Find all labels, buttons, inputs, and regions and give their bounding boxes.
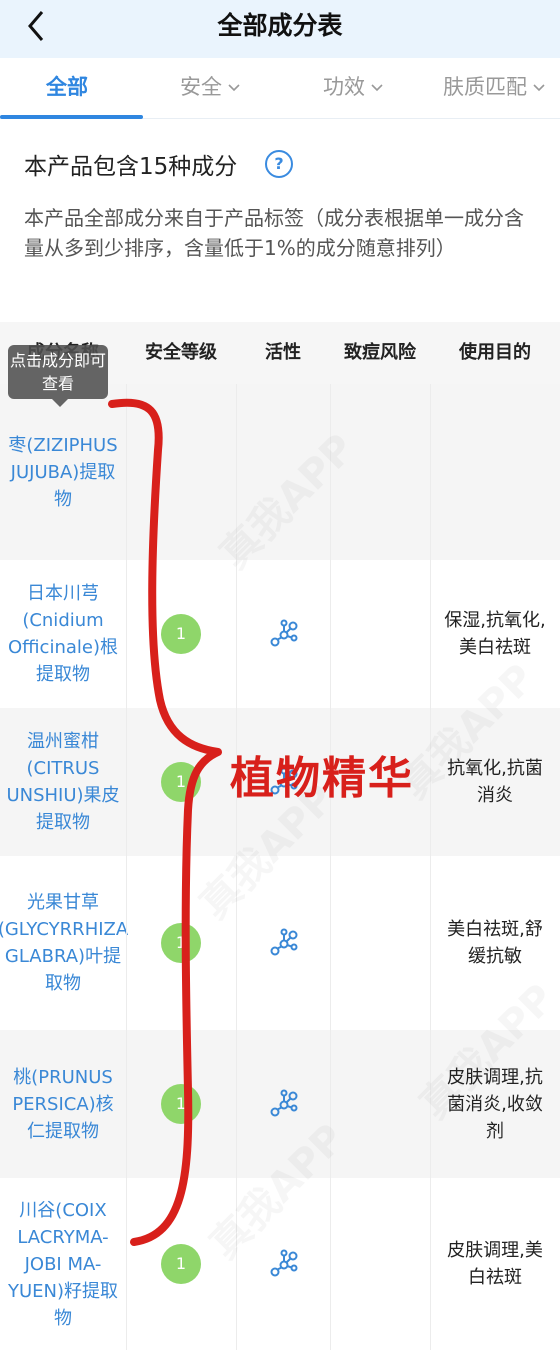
tooltip: 点击成分即可查看 [8, 345, 108, 407]
column-divider [126, 1178, 127, 1350]
ingredient-description: 本产品全部成分来自于产品标签（成分表根据单一成分含量从多到少排序，含量低于1%的… [24, 206, 524, 260]
tab-safety[interactable]: 安全 [180, 58, 240, 118]
ingredient-name[interactable]: 川谷(COIX LACRYMA-JOBI MA-YUEN)籽提取物 [7, 1199, 119, 1329]
active-tab-indicator [0, 115, 143, 119]
column-divider [236, 1030, 237, 1178]
activity-cell [236, 856, 330, 1030]
acne-risk [330, 1178, 430, 1350]
ingredient-name[interactable]: 温州蜜柑(CITRUS UNSHIU)果皮提取物 [6, 731, 120, 833]
ingredient-name[interactable]: 日本川芎(Cnidium Officinale)根提取物 [7, 583, 118, 685]
column-divider [330, 560, 331, 708]
activity-cell [236, 560, 330, 708]
ingredient-name[interactable]: 桃(PRUNUS PERSICA)核仁提取物 [12, 1066, 114, 1142]
tab-efficacy-label: 功效 [323, 75, 365, 99]
chevron-down-icon [371, 84, 383, 92]
column-divider [330, 708, 331, 856]
ingredient-count: 本产品包含15种成分 [24, 154, 238, 180]
ingredient-name[interactable]: 枣(ZIZIPHUS JUJUBA)提取物 [8, 434, 118, 510]
table-row[interactable]: 川谷(COIX LACRYMA-JOBI MA-YUEN)籽提取物 1 皮肤调理,美… [0, 1178, 560, 1350]
safety-badge: 1 [161, 1084, 201, 1124]
annotation-label: 植物精华 [230, 753, 414, 804]
column-divider [330, 1178, 331, 1350]
safety-badge: 1 [161, 614, 201, 654]
column-divider [126, 1030, 127, 1178]
ingredient-table: 成分名称 安全等级 活性 致痘风险 使用目的 枣(ZIZIPHUS JUJUBA… [0, 322, 560, 1350]
safety-badge: 1 [161, 762, 201, 802]
table-body: 枣(ZIZIPHUS JUJUBA)提取物日本川芎(Cnidium Offici… [0, 384, 560, 1350]
help-circle-icon[interactable]: ? [265, 150, 293, 178]
ingredient-name[interactable]: 光果甘草(GLYCYRRHIZA GLABRA)叶提取物 [0, 892, 129, 994]
app-header: 全部成分表 [0, 0, 560, 58]
usage-purpose [430, 384, 560, 560]
safety-badge: 1 [161, 1244, 201, 1284]
molecule-icon [270, 767, 298, 795]
safety-badge: 1 [161, 923, 201, 963]
column-divider [430, 384, 431, 560]
column-header-safety[interactable]: 安全等级 [145, 342, 217, 363]
usage-purpose: 美白祛斑,舒缓抗敏 [447, 919, 543, 967]
column-divider [126, 384, 127, 560]
tab-skin-match-label: 肤质匹配 [443, 75, 527, 99]
activity-cell [236, 1178, 330, 1350]
tab-skin-match[interactable]: 肤质匹配 [443, 58, 545, 118]
column-divider [236, 1178, 237, 1350]
usage-purpose: 皮肤调理,美白祛斑 [447, 1240, 543, 1288]
column-header-activity[interactable]: 活性 [265, 342, 301, 363]
column-divider [126, 708, 127, 856]
column-divider [126, 856, 127, 1030]
molecule-icon [270, 1089, 298, 1117]
molecule-icon [270, 1249, 298, 1277]
tab-efficacy[interactable]: 功效 [323, 58, 383, 118]
table-row[interactable]: 温州蜜柑(CITRUS UNSHIU)果皮提取物 1 抗氧化,抗菌消炎 [0, 708, 560, 856]
tab-safety-label: 安全 [180, 75, 222, 99]
molecule-icon [270, 619, 298, 647]
column-divider [236, 560, 237, 708]
column-divider [330, 856, 331, 1030]
column-header-purpose[interactable]: 使用目的 [459, 342, 531, 363]
chevron-down-icon [228, 84, 240, 92]
safety-level: 1 [126, 1178, 236, 1350]
activity-cell [236, 708, 330, 856]
column-divider [236, 856, 237, 1030]
tab-all-label: 全部 [46, 75, 88, 99]
chevron-down-icon [533, 84, 545, 92]
acne-risk [330, 560, 430, 708]
tab-all[interactable]: 全部 [46, 58, 88, 118]
activity-cell [236, 1030, 330, 1178]
table-row[interactable]: 枣(ZIZIPHUS JUJUBA)提取物 [0, 384, 560, 560]
safety-level: 1 [126, 1030, 236, 1178]
page-title: 全部成分表 [217, 11, 343, 40]
chevron-left-icon[interactable] [20, 8, 56, 44]
column-divider [126, 560, 127, 708]
molecule-icon [270, 928, 298, 956]
safety-level: 1 [126, 708, 236, 856]
usage-purpose: 皮肤调理,抗菌消炎,收敛剂 [447, 1066, 543, 1142]
safety-level: 1 [126, 560, 236, 708]
table-row[interactable]: 光果甘草(GLYCYRRHIZA GLABRA)叶提取物 1 美白祛斑,舒缓抗敏 [0, 856, 560, 1030]
table-row[interactable]: 桃(PRUNUS PERSICA)核仁提取物 1 皮肤调理,抗菌消炎,收敛剂 [0, 1030, 560, 1178]
column-divider [430, 856, 431, 1030]
usage-purpose: 保湿,抗氧化,美白祛斑 [444, 610, 546, 658]
acne-risk [330, 856, 430, 1030]
column-divider [430, 1030, 431, 1178]
column-divider [330, 384, 331, 560]
column-divider [236, 708, 237, 856]
filter-tabs: 全部 安全 功效 肤质匹配 [0, 58, 560, 119]
column-divider [236, 384, 237, 560]
column-divider [430, 1178, 431, 1350]
column-header-acne[interactable]: 致痘风险 [344, 342, 416, 363]
column-divider [330, 1030, 331, 1178]
column-divider [430, 560, 431, 708]
usage-purpose: 抗氧化,抗菌消炎 [447, 758, 543, 806]
column-divider [430, 708, 431, 856]
